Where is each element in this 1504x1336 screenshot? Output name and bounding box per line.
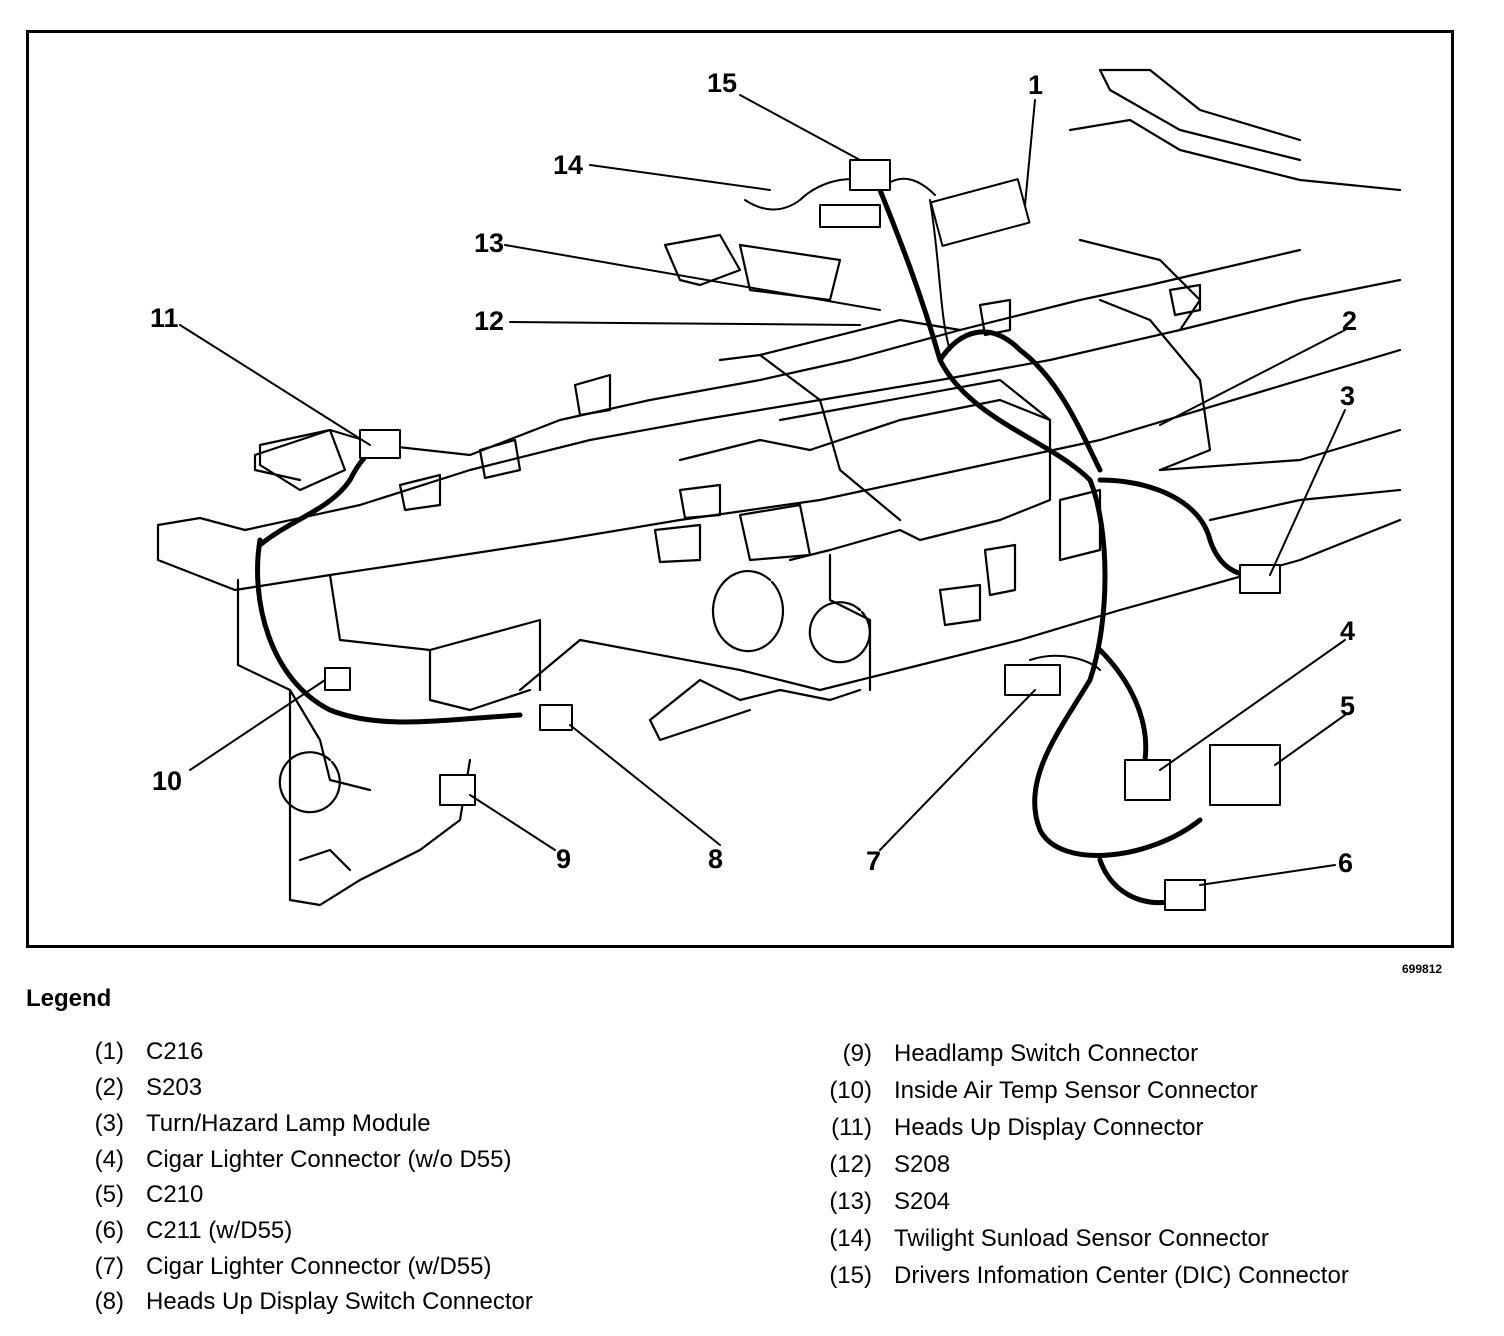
legend-item-number: (11) [831,1114,872,1141]
legend-item-number: (1) [94,1038,124,1065]
callout-3: 3 [1340,381,1356,411]
legend-item-number: (9) [842,1040,872,1067]
legend-item-number: (10) [829,1077,872,1104]
legend-item-number: (8) [94,1288,124,1315]
legend-item-number: (7) [94,1253,124,1280]
figure-id: 699812 [1402,962,1443,976]
legend-item-label: C210 [146,1181,204,1208]
legend-item-label: Heads Up Display Switch Connector [146,1288,533,1315]
callout-9: 9 [556,844,572,874]
legend-item-label: S204 [894,1188,951,1215]
legend-item-number: (15) [829,1262,872,1289]
callout-2: 2 [1342,306,1358,336]
legend-item-label: Turn/Hazard Lamp Module [146,1110,431,1137]
legend-item-number: (6) [94,1217,124,1244]
callout-5: 5 [1340,691,1356,721]
connectors [324,159,1281,911]
callout-8: 8 [708,844,724,874]
wiring-harness [255,187,1253,906]
callout-1: 1 [1028,70,1044,100]
wiring-harness-illustration [156,68,1402,911]
legend-item-label: S203 [146,1074,203,1101]
legend-item-number: (13) [829,1188,872,1215]
legend-item-label: C216 [146,1038,204,1065]
callout-12: 12 [474,306,505,336]
instrument-panel-carrier [156,68,1402,907]
legend-item-label: Cigar Lighter Connector (w/o D55) [146,1146,512,1173]
legend-item-number: (5) [94,1181,124,1208]
harness-thin-wires [744,177,1101,671]
callout-14: 14 [553,150,584,180]
legend-item-number: (3) [94,1110,124,1137]
legend-item-number: (4) [94,1146,124,1173]
legend-item-label: Cigar Lighter Connector (w/D55) [146,1253,492,1280]
legend-item-number: (12) [829,1151,872,1178]
legend-item-label: Heads Up Display Connector [894,1114,1204,1141]
callout-6: 6 [1338,848,1354,878]
legend-item-label: S208 [894,1151,951,1178]
callout-10: 10 [152,766,183,796]
callout-11: 11 [150,303,179,333]
legend-item-label: Drivers Infomation Center (DIC) Connecto… [894,1262,1349,1289]
legend-item-label: C211 (w/D55) [146,1217,293,1244]
callout-13: 13 [474,228,505,258]
legend-item-number: (14) [829,1225,872,1252]
legend-item-label: Inside Air Temp Sensor Connector [894,1077,1258,1104]
legend-item-label: Twilight Sunload Sensor Connector [894,1225,1269,1252]
diagram-frame [26,30,1454,948]
legend-title: Legend [26,985,112,1012]
leader-lines [179,94,1346,886]
legend-item-label: Headlamp Switch Connector [894,1040,1199,1067]
callout-4: 4 [1340,616,1356,646]
callout-7: 7 [866,846,882,876]
legend-item-number: (2) [94,1074,124,1101]
callout-15: 15 [707,68,738,98]
